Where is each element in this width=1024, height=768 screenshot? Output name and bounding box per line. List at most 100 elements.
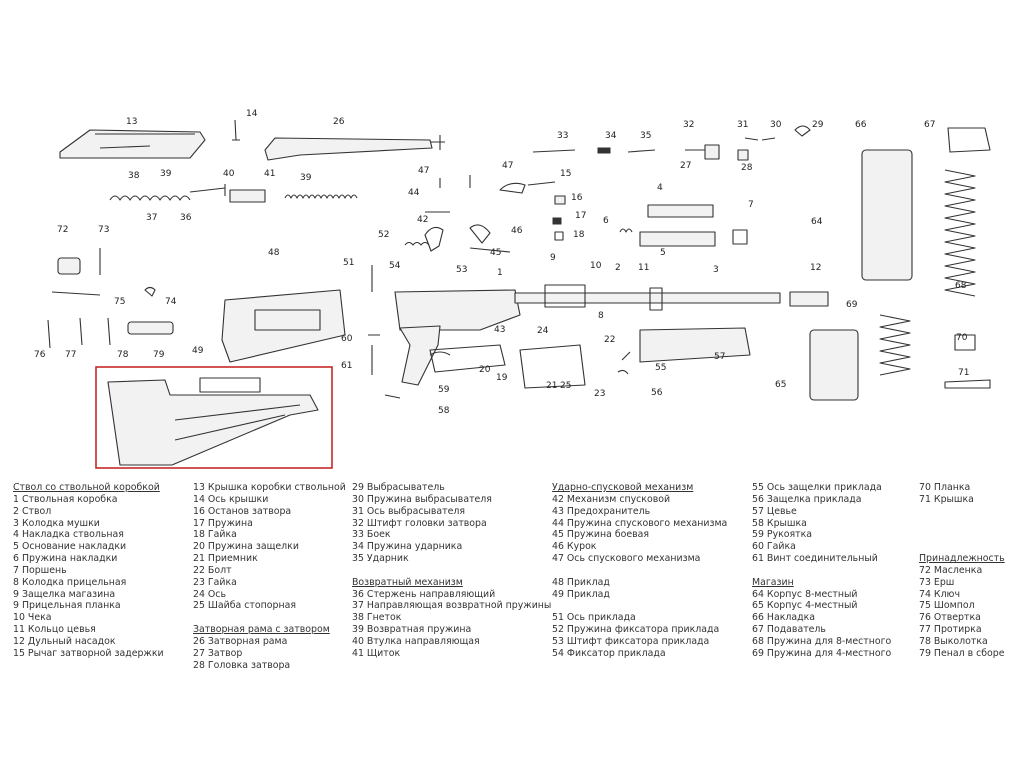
part-return-spring [109, 195, 191, 201]
legend-item: 28 Головка затвора [193, 659, 291, 671]
part-pistol-grip [399, 325, 441, 386]
callout-9: 9 [550, 253, 556, 263]
legend-item: 41 Щиток [352, 647, 401, 659]
callout-41: 41 [264, 169, 275, 179]
legend-item: 10 Чека [13, 612, 52, 624]
legend-item: 26 Затворная рама [193, 635, 288, 647]
callout-47: 47 [418, 166, 429, 176]
legend-item: 22 Болт [193, 564, 232, 576]
callout-22: 22 [604, 335, 615, 345]
legend-item: 31 Ось выбрасывателя [352, 505, 466, 517]
part-stock-48 [221, 289, 346, 363]
legend-spacer [752, 565, 891, 577]
part-bolt [704, 144, 720, 160]
legend-item: 78 Выколотка [919, 635, 988, 647]
legend-item: 72 Масленка [919, 564, 983, 576]
callout-37: 37 [146, 213, 157, 223]
legend-spacer [919, 518, 1005, 530]
callout-14: 14 [246, 109, 258, 119]
callout-53: 53 [456, 265, 467, 275]
legend-item: 9 Прицельная планка [13, 600, 121, 612]
legend-item: 25 Шайба стопорная [193, 600, 296, 612]
legend-item: 5 Основание накладки [13, 541, 127, 553]
legend-spacer [919, 529, 1005, 541]
callout-42: 42 [417, 215, 428, 225]
legend-item: 48 Приклад [552, 576, 610, 588]
callout-23: 23 [594, 389, 605, 399]
part-bolt-carrier [264, 137, 433, 161]
callout-40: 40 [223, 169, 235, 179]
callout-74: 74 [165, 297, 177, 307]
legend-item: 8 Колодка прицельная [13, 576, 127, 588]
callout-69: 69 [846, 300, 858, 310]
legend-item: 30 Пружина выбрасывателя [352, 493, 492, 505]
legend-heading: Ударно-спусковой механизм [552, 482, 694, 493]
callout-25: 25 [560, 381, 571, 391]
callout-10: 10 [590, 261, 602, 271]
callout-64: 64 [811, 217, 823, 227]
highlight-box [95, 366, 333, 469]
callout-16: 16 [571, 193, 583, 203]
callout-21: 21 [546, 381, 557, 391]
part-muzzle [789, 291, 829, 307]
legend-item: 46 Курок [552, 541, 597, 553]
callout-71: 71 [958, 368, 969, 378]
callout-33: 33 [557, 131, 568, 141]
part-receiver-cover [59, 129, 206, 159]
legend-heading: Затворная рама с затвором [193, 624, 330, 636]
callout-57: 57 [714, 352, 725, 362]
legend-item: 24 Ось [193, 588, 226, 600]
legend-item: 17 Пружина [193, 517, 253, 529]
part-barrel [514, 292, 781, 304]
callout-75: 75 [114, 297, 125, 307]
legend-item: 44 Пружина спускового механизма [552, 517, 728, 529]
legend-item: 35 Ударник [352, 553, 409, 565]
legend-item: 32 Штифт головки затвора [352, 517, 487, 529]
legend-item: 57 Цевье [752, 505, 797, 517]
legend-item: 59 Рукоятка [752, 529, 813, 541]
callout-11: 11 [638, 263, 649, 273]
legend-item: 33 Боек [352, 529, 391, 541]
callout-55: 55 [655, 363, 666, 373]
part-spring-69 [879, 314, 911, 376]
callout-45: 45 [490, 248, 501, 258]
legend-item: 76 Отвертка [919, 612, 981, 624]
callout-78: 78 [117, 350, 129, 360]
part-magazine-8 [861, 149, 913, 281]
legend-spacer [919, 506, 1005, 518]
legend-item: 68 Пружина для 8-местного [752, 635, 892, 647]
callout-47: 47 [502, 161, 513, 171]
legend-item: 3 Колодка мушки [13, 517, 100, 529]
legend-item: 55 Ось защелки приклада [752, 482, 882, 493]
callout-46: 46 [511, 226, 523, 236]
callout-35: 35 [640, 131, 651, 141]
legend-item: 37 Направляющая возвратной пружины [352, 600, 552, 612]
part-magazine-4 [809, 329, 859, 401]
callout-48: 48 [268, 248, 280, 258]
legend-item: 79 Пенал в сборе [919, 647, 1005, 659]
legend-item: 74 Ключ [919, 588, 960, 600]
legend-item: 67 Подаватель [752, 624, 826, 636]
part-spring-39 [284, 194, 358, 199]
callout-72: 72 [57, 225, 68, 235]
callout-68: 68 [955, 281, 967, 291]
callout-32: 32 [683, 120, 694, 130]
callout-54: 54 [389, 261, 401, 271]
legend-spacer [193, 612, 346, 624]
callout-4: 4 [657, 183, 663, 193]
callout-36: 36 [180, 213, 192, 223]
legend-item: 45 Пружина боевая [552, 529, 650, 541]
callout-20: 20 [479, 365, 491, 375]
legend-item: 58 Крышка [752, 517, 807, 529]
legend-item: 18 Гайка [193, 529, 237, 541]
part-receiver [394, 289, 521, 331]
callout-43: 43 [494, 325, 505, 335]
legend-item: 36 Стержень направляющий [352, 588, 496, 600]
callout-39: 39 [300, 173, 312, 183]
legend-item: 60 Гайка [752, 541, 796, 553]
legend-item: 9 Защелка магазина [13, 588, 116, 600]
